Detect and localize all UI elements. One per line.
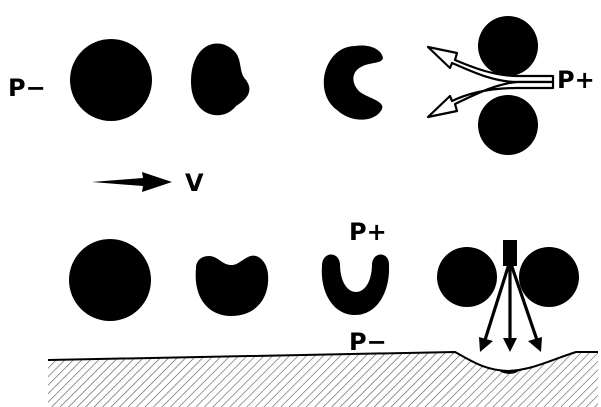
bubble-sphere-top (70, 39, 152, 121)
bubble-crescent-top (323, 45, 383, 120)
label-pressure-low-bottom: P− (349, 328, 387, 356)
jet-arrows-top (426, 45, 555, 119)
velocity-arrow (92, 172, 172, 192)
bubble-fragment-upper (478, 16, 538, 76)
bubble-sphere-bottom (69, 239, 151, 321)
bubble-dented-top (190, 43, 250, 116)
jet-arrows-wall (479, 240, 542, 352)
bubble-fragment-right (519, 247, 579, 307)
label-pressure-high-bottom: P+ (349, 218, 387, 246)
bubble-fragment-left (437, 247, 497, 307)
bubble-dented-bottom (195, 255, 269, 316)
label-pressure-high-top: P+ (557, 66, 595, 94)
wall-pit (497, 369, 521, 374)
bubble-cup-bottom (321, 254, 390, 315)
label-velocity: V (185, 169, 204, 197)
wall-outline (47, 350, 598, 373)
wall-surface (48, 352, 598, 407)
bubble-fragment-lower (478, 95, 538, 155)
label-pressure-low-top: P− (8, 74, 46, 102)
